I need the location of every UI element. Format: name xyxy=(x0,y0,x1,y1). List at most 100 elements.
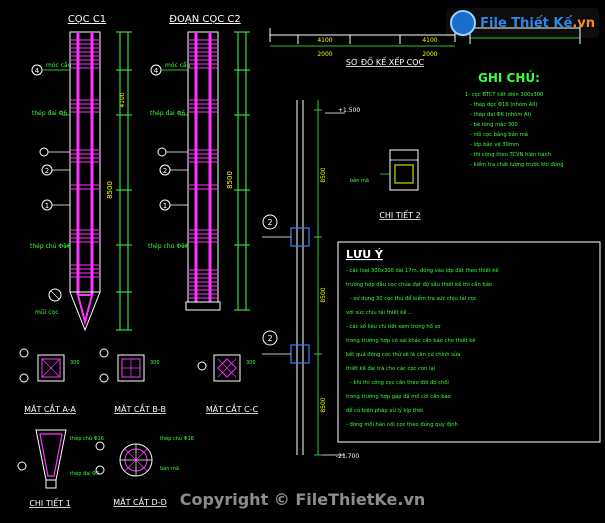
notes-line: 1- cọc BTCT tiết diện 300x300 xyxy=(465,91,543,98)
svg-text:thép đai Φ6: thép đai Φ6 xyxy=(150,110,185,117)
pile-c2-label-main: thép chủ Φ16 xyxy=(148,243,189,250)
pile-c1-mark-1: 1 xyxy=(41,199,70,211)
layout-joint-1 xyxy=(290,227,310,247)
level-top: +1.500 xyxy=(338,107,360,114)
notes-title: GHI CHÚ: xyxy=(478,70,540,85)
layout-dim-total: 2000 xyxy=(317,51,332,58)
svg-text:thép chủ Φ16: thép chủ Φ16 xyxy=(70,435,104,442)
svg-text:bản mã: bản mã xyxy=(350,177,369,184)
filethietke-logo: File Thiết Kế.vn xyxy=(446,8,599,38)
section-cc-title: MẶT CẮT C-C xyxy=(206,402,259,415)
notes-line: - thép dọc Φ16 (nhóm AII) xyxy=(470,101,537,108)
detail-1: thép chủ Φ16 thép đai Φ6 CHI TIẾT 1 xyxy=(17,429,104,508)
notes-line: - thi công theo TCVN hiện hành xyxy=(470,151,551,158)
svg-text:300: 300 xyxy=(70,360,80,366)
luuy-line: - sử dụng 30 cọc thử để kiểm tra sức chị… xyxy=(350,295,477,302)
luuy-frame xyxy=(337,241,601,443)
luuy-line: thiết kế đại trà cho các cọc còn lại xyxy=(346,365,435,372)
logo-text: File Thiết Kế.vn xyxy=(480,15,595,31)
svg-text:thép chủ Φ16: thép chủ Φ16 xyxy=(160,435,194,442)
section-cc: 300 MẶT CẮT C-C xyxy=(197,354,259,415)
pile-c1-tip-steel xyxy=(76,294,94,326)
pile-c1-stirrups-top xyxy=(70,39,100,113)
pile-c2-label-hook: 4 móc cẩu xyxy=(150,62,191,76)
detail-2: bản mã CHI TIẾT 2 xyxy=(350,149,421,220)
pile-c1-stirrups-mid xyxy=(70,149,100,278)
svg-text:móc cẩu: móc cẩu xyxy=(46,62,72,69)
logo-icon xyxy=(450,10,477,36)
layout-joint-2 xyxy=(290,344,310,364)
luuy-title: LƯU Ý xyxy=(346,248,384,261)
luuy-line: kết quả đóng cọc thử sẽ là căn cứ chỉnh … xyxy=(346,351,460,358)
luuy-line: với sức chịu tải thiết kế ... xyxy=(346,309,413,316)
layout-detail-mark-2: 2 xyxy=(262,330,278,346)
svg-text:1: 1 xyxy=(45,202,49,210)
svg-text:300: 300 xyxy=(150,360,160,366)
pile-c1-dim-ticks xyxy=(116,31,132,331)
notes-line: - thép đai Φ6 (nhóm AI) xyxy=(470,111,531,118)
pile-c2-label-stirrup: thép đai Φ6 xyxy=(150,110,188,117)
svg-text:mũi cọc: mũi cọc xyxy=(35,309,59,316)
pile-c2-section-mark-b xyxy=(157,147,188,157)
layout-seg-3: 8500 xyxy=(320,397,327,412)
pile-layout-column: 2 2 8500 8500 8500 +1.500 -21.700 xyxy=(262,100,360,460)
notes-line: - nối cọc bằng bản mã xyxy=(470,131,528,138)
pile-c1-label-stirrup: thép đai Φ6 xyxy=(32,110,70,117)
copyright-watermark: Copyright © FileThietKe.vn xyxy=(179,490,426,509)
pile-c2: ĐOẠN CỌC C2 8500 xyxy=(148,14,250,311)
layout-seg-2: 8500 xyxy=(320,287,327,302)
section-dd-title: MẶT CẮT D-D xyxy=(113,495,167,508)
pile-c2-mark-1: 1 xyxy=(159,199,188,211)
pile-c2-mark-2: 2 xyxy=(159,164,188,176)
section-dd: thép chủ Φ16 bản mã MẶT CẮT D-D xyxy=(95,435,194,508)
svg-text:4: 4 xyxy=(154,67,159,75)
luuy-block: LƯU Ý - các loại 300x300 dài 17m, đóng v… xyxy=(337,241,601,443)
notes-line: - kiểm tra chất lượng trước khi đóng xyxy=(470,161,564,168)
svg-text:2: 2 xyxy=(45,167,49,175)
detail-1-title: CHI TIẾT 1 xyxy=(29,497,70,508)
pile-c1-dim-a: 4100 xyxy=(119,92,126,107)
pile-c2-dim-total: 8500 xyxy=(226,171,234,189)
svg-text:thép chủ Φ16: thép chủ Φ16 xyxy=(30,243,71,250)
luuy-line: - khi thi công cọc cần theo dõi độ chối xyxy=(350,378,449,386)
section-aa: 300 MẶT CẮT A-A xyxy=(19,348,80,415)
svg-text:2: 2 xyxy=(163,167,167,175)
layout-seg-1: 8500 xyxy=(320,167,327,182)
detail-2-title: CHI TIẾT 2 xyxy=(379,209,420,220)
layout-dim-b: 4100 xyxy=(422,37,437,44)
pile-c1-tip-label: mũi cọc xyxy=(35,288,62,316)
level-bottom: -21.700 xyxy=(336,453,359,460)
section-aa-title: MẶT CẮT A-A xyxy=(24,402,76,415)
pile-c2-stirrups xyxy=(188,39,218,299)
svg-text:2: 2 xyxy=(267,218,272,227)
pile-c1-tip xyxy=(69,291,101,332)
luuy-line: - các số liệu chi tiết xem trong hồ sơ xyxy=(346,322,441,330)
layout-dim-a: 4100 xyxy=(317,37,332,44)
pile-c2-title: ĐOẠN CỌC C2 xyxy=(169,14,240,25)
luuy-line: trong trường hợp gặp đá mồ côi cần báo xyxy=(346,392,451,400)
layout-detail-mark-1: 2 xyxy=(262,214,278,230)
svg-text:móc cẩu: móc cẩu xyxy=(165,62,191,69)
pile-c2-dim-ticks xyxy=(234,31,250,311)
notes-block: GHI CHÚ: 1- cọc BTCT tiết diện 300x300 -… xyxy=(465,70,564,168)
layout-dim-total-b: 2000 xyxy=(422,51,437,58)
pile-c1-dim-total: 8500 xyxy=(106,181,114,199)
pile-c1-section-mark-a xyxy=(39,147,70,157)
pile-c1-label-hook: 4 móc cẩu xyxy=(31,62,72,76)
svg-text:bản mã: bản mã xyxy=(160,465,179,472)
svg-text:4: 4 xyxy=(35,67,40,75)
luuy-line: - đóng mối hàn nối cọc theo đúng quy địn… xyxy=(346,421,458,428)
section-bb: 300 MẶT CẮT B-B xyxy=(99,348,166,415)
layout-title: SƠ ĐỒ KẾ XẾP CỌC xyxy=(346,55,425,67)
pile-c2-body xyxy=(187,31,219,303)
pile-c1-label-main: thép chủ Φ16 xyxy=(30,243,71,250)
svg-text:2: 2 xyxy=(267,334,272,343)
layout-top-dims: 4100 4100 2000 2000 SƠ ĐỒ KẾ XẾP CỌC xyxy=(269,24,581,67)
notes-line: - bê tông mác 300 xyxy=(470,121,518,128)
svg-text:1: 1 xyxy=(163,202,167,210)
luuy-line: trường hợp đầu cọc chưa đạt độ sâu thiết… xyxy=(346,280,492,288)
pile-c1: CỌC C1 xyxy=(30,14,132,332)
section-bb-title: MẶT CẮT B-B xyxy=(114,402,166,415)
